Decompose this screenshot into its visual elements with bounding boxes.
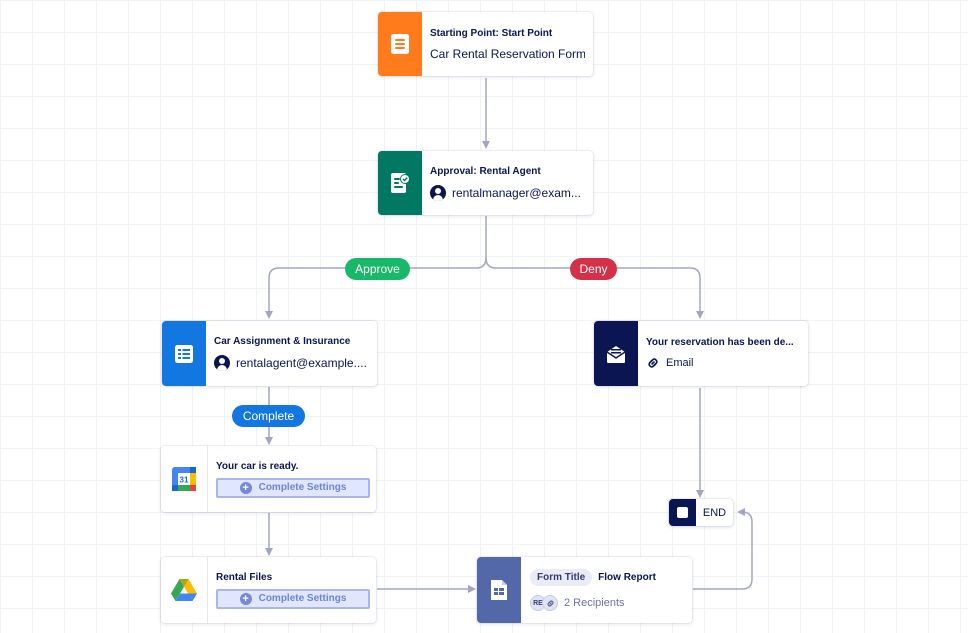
report-node-header: Form Title Flow Report	[530, 569, 684, 586]
email-node-type: Email	[646, 356, 800, 370]
email-node-body: Your reservation has been de... Email	[638, 321, 808, 386]
form-document-icon	[391, 34, 409, 54]
calendar-icon-box: 31	[161, 446, 208, 512]
report-recipients-row: RE 2 Recipients	[530, 595, 684, 611]
drive-node-body: Rental Files + Complete Settings	[208, 557, 376, 623]
drive-node-title: Rental Files	[216, 571, 273, 583]
approval-node-assignee: rentalmanager@exam...	[430, 184, 585, 201]
plus-icon: +	[239, 481, 252, 494]
start-node-subtitle: Car Rental Reservation Form	[430, 47, 585, 61]
report-sheet-icon	[491, 580, 507, 600]
report-node-body: Form Title Flow Report RE 2 Recipients	[521, 557, 692, 623]
email-node[interactable]: Your reservation has been de... Email	[594, 321, 808, 386]
report-form-title-tag: Form Title	[530, 569, 593, 586]
calendar-node-title: Your car is ready.	[216, 460, 299, 472]
connector-approval-deny	[485, 257, 704, 319]
drive-complete-settings-label: Complete Settings	[258, 593, 347, 604]
end-node[interactable]: END	[669, 499, 733, 526]
end-node-label: END	[702, 506, 727, 519]
report-recipients-count: 2 Recipients	[564, 597, 625, 609]
recipient-link-icon	[542, 595, 558, 611]
user-avatar-icon	[214, 355, 230, 371]
approval-check-icon	[391, 173, 410, 193]
calendar-complete-settings-label: Complete Settings	[258, 482, 347, 493]
start-node-form-name: Car Rental Reservation Form	[430, 46, 585, 61]
user-avatar-icon	[430, 184, 446, 201]
calendar-day-number: 31	[180, 476, 189, 485]
plus-icon: +	[239, 592, 252, 605]
approval-icon-box	[378, 151, 422, 215]
report-icon-box	[477, 557, 521, 623]
approval-node-body: Approval: Rental Agent rentalmanager@exa…	[422, 151, 593, 215]
car-assignment-node[interactable]: Car Assignment & Insurance rentalagent@e…	[162, 321, 377, 386]
deny-branch-label[interactable]: Deny	[570, 258, 617, 280]
form-list-icon	[175, 344, 193, 363]
assignment-node-assignee-email: rentalagent@example....	[236, 356, 367, 370]
envelope-icon	[606, 345, 626, 363]
assignment-node-assignee: rentalagent@example....	[214, 355, 369, 371]
report-node-title: Flow Report	[598, 572, 656, 583]
start-node-body: Starting Point: Start Point Car Rental R…	[422, 12, 593, 76]
drive-icon-box	[161, 557, 208, 623]
start-node-title: Starting Point: Start Point	[430, 27, 553, 39]
stop-square-icon	[669, 499, 696, 526]
assignment-node-body: Car Assignment & Insurance rentalagent@e…	[206, 321, 377, 386]
assignment-node-title: Car Assignment & Insurance	[214, 336, 351, 347]
google-calendar-icon: 31	[172, 467, 196, 491]
email-node-title: Your reservation has been de...	[646, 337, 794, 348]
approval-node-title: Approval: Rental Agent	[430, 165, 541, 177]
link-icon	[648, 358, 658, 368]
google-drive-node[interactable]: Rental Files + Complete Settings	[161, 557, 376, 623]
start-point-node[interactable]: Starting Point: Start Point Car Rental R…	[378, 12, 593, 76]
assignment-icon-box	[162, 321, 206, 386]
flow-report-node[interactable]: Form Title Flow Report RE 2 Recipients	[477, 557, 692, 623]
approval-node[interactable]: Approval: Rental Agent rentalmanager@exa…	[378, 151, 593, 215]
email-icon-box	[594, 321, 638, 386]
calendar-node-body: Your car is ready. + Complete Settings	[208, 446, 376, 512]
google-calendar-node[interactable]: 31 Your car is ready. + Complete Setting…	[161, 446, 376, 512]
email-node-type-label: Email	[666, 357, 694, 369]
drive-complete-settings-button[interactable]: + Complete Settings	[216, 588, 370, 609]
connector-report-end	[693, 508, 753, 590]
approve-branch-label[interactable]: Approve	[345, 258, 410, 280]
complete-branch-label[interactable]: Complete	[232, 405, 305, 427]
approval-node-assignee-email: rentalmanager@exam...	[452, 185, 581, 200]
start-icon-box	[378, 12, 422, 76]
google-drive-icon	[171, 579, 197, 601]
calendar-complete-settings-button[interactable]: + Complete Settings	[216, 477, 370, 498]
